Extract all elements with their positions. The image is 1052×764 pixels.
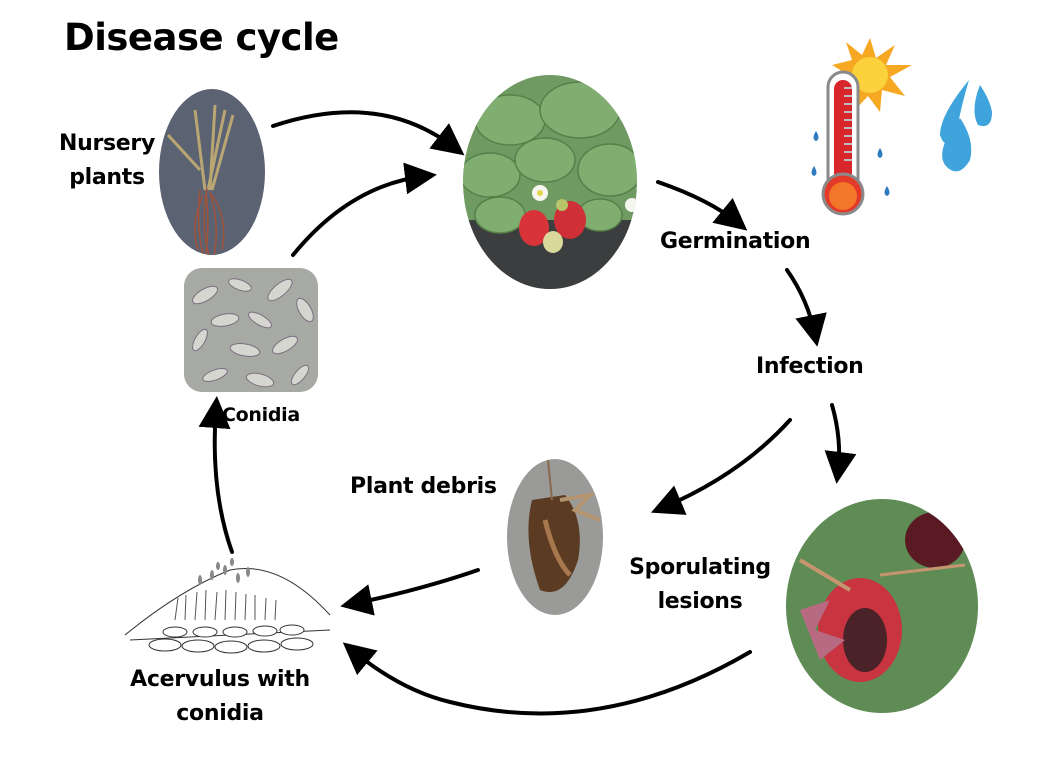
arrow-nursery-to-plant xyxy=(271,110,465,156)
label-germination: Germination xyxy=(660,229,811,254)
arrow-lesions-to-acervulus xyxy=(342,642,752,716)
conidia-image xyxy=(184,268,318,392)
label-acervulus: Acervulus with conidia xyxy=(130,667,310,726)
arrow-germination-to-infection xyxy=(785,268,827,347)
thermometer-sun-icon xyxy=(811,38,912,216)
label-conidia: Conidia xyxy=(222,404,300,426)
cycle-arrows xyxy=(198,110,857,716)
arrow-debris-to-acervulus xyxy=(340,568,480,616)
plant-debris-image xyxy=(507,459,603,615)
water-drops-icon xyxy=(940,80,992,172)
diagram-title: Disease cycle xyxy=(64,16,339,59)
label-infection: Infection xyxy=(756,354,864,379)
nursery-plants-image xyxy=(159,89,265,255)
arrow-plant-to-germination xyxy=(656,180,748,231)
label-sporulating-lesions: Sporulating lesions xyxy=(629,555,771,614)
arrow-acervulus-to-conidia xyxy=(198,396,234,554)
acervulus-illustration xyxy=(124,558,331,654)
label-nursery-plants: Nursery plants xyxy=(58,131,156,190)
strawberry-plant-image xyxy=(463,75,637,289)
arrow-infection-to-debris xyxy=(650,418,792,515)
arrow-conidia-to-plant xyxy=(291,162,437,257)
arrow-infection-to-lesions xyxy=(824,403,857,484)
infected-fruit-image xyxy=(786,499,978,713)
label-plant-debris: Plant debris xyxy=(350,474,497,499)
